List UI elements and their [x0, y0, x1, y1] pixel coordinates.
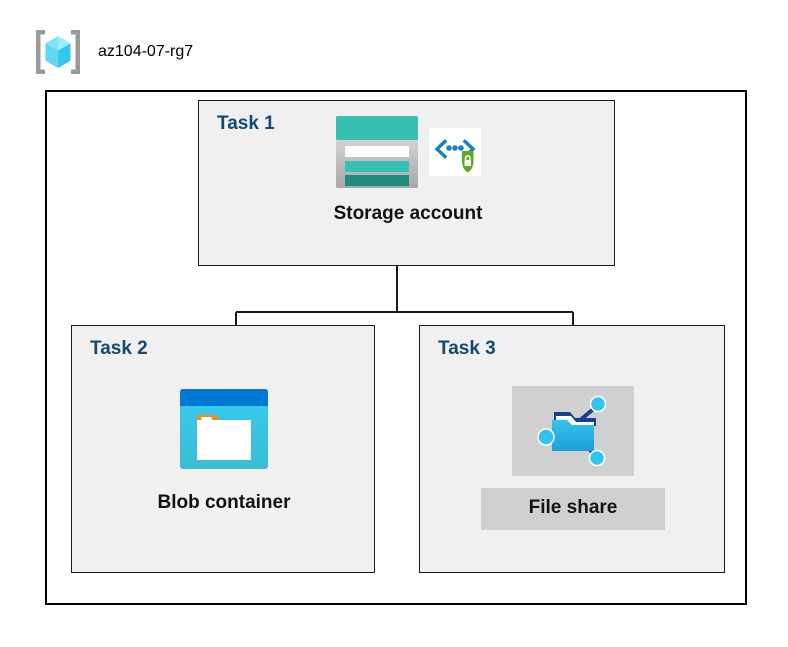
task-1-label: Task 1 [217, 113, 275, 134]
storage-account-icon-row [335, 115, 481, 189]
blob-container-caption: Blob container [157, 492, 291, 513]
resource-group-cube-icon [36, 30, 80, 74]
file-share-icon-plate [512, 386, 634, 476]
storage-account-icon [336, 116, 418, 188]
task-3-label: Task 3 [438, 338, 496, 359]
resource-group-name: az104-07-rg7 [98, 43, 194, 60]
resource-group-header: az104-07-rg7 [32, 26, 193, 78]
blob-container-node[interactable]: Blob container [99, 388, 349, 514]
task-2-label: Task 2 [90, 338, 148, 359]
storage-account-node[interactable]: Storage account [248, 115, 568, 225]
secure-endpoint-shield-icon [429, 128, 481, 176]
file-share-node[interactable]: File share [450, 386, 696, 530]
storage-account-caption: Storage account [333, 203, 483, 224]
file-share-icon [537, 395, 607, 467]
file-share-caption: File share [480, 488, 666, 530]
blob-container-icon [180, 389, 268, 469]
